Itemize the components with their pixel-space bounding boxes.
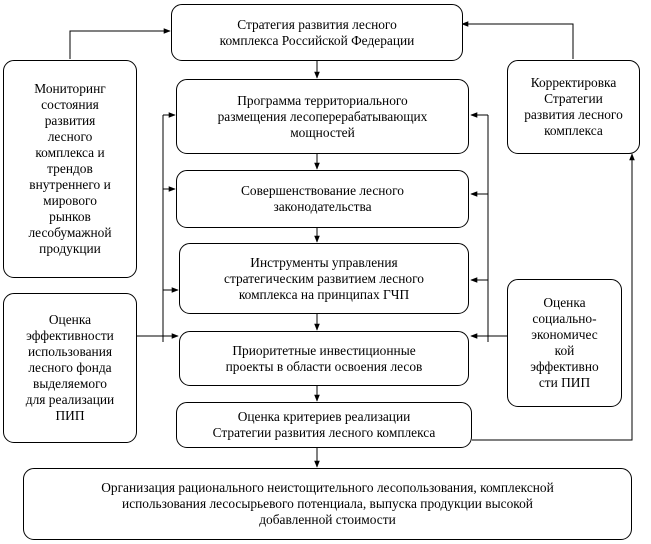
- box-correction-line: развития лесного: [524, 107, 623, 122]
- box-monitoring-line: лесобумажной: [28, 225, 112, 240]
- box-monitoring-line: внутреннего и: [29, 177, 111, 192]
- box-program-line: размещения лесоперерабатывающих: [217, 108, 428, 124]
- box-legislation-line: Совершенствование лесного: [241, 183, 404, 198]
- box-efficiency-line: для реализации: [25, 392, 115, 407]
- box-socio-economic-line: социально-: [532, 311, 597, 326]
- box-program-line: Программа территориального: [237, 92, 408, 108]
- box-organization-line: использования лесосырьевого потенциала, …: [122, 496, 533, 511]
- box-priority-line: проекты в области освоения лесов: [225, 358, 423, 374]
- box-efficiency: Оценка эффективности использования лесно…: [3, 293, 137, 443]
- box-socio-economic: Оценка социально- экономичес кой эффекти…: [507, 279, 622, 407]
- box-monitoring-line: Мониторинг: [34, 81, 106, 96]
- box-legislation-line: законодательства: [273, 199, 372, 214]
- box-strategy: Стратегия развития лесного комплекса Рос…: [171, 4, 463, 61]
- box-criteria-line: Стратегии развития лесного комплекса: [212, 425, 436, 440]
- box-monitoring-line: развития: [44, 113, 96, 128]
- box-monitoring-line: комплекса и: [35, 145, 105, 160]
- box-priority-line: Приоритетные инвестиционные: [232, 342, 416, 358]
- arrow-correction-to-strategy: [461, 21, 574, 59]
- box-organization-line: добавленной стоимости: [259, 512, 396, 527]
- box-monitoring-line: состояния: [41, 97, 99, 112]
- box-efficiency-line: ПИП: [55, 408, 85, 423]
- box-socio-economic-line: экономичес: [531, 327, 598, 342]
- box-monitoring: Мониторинг состояния развития лесного ко…: [3, 60, 137, 278]
- box-priority: Приоритетные инвестиционные проекты в об…: [179, 331, 469, 386]
- box-efficiency-line: эффективности: [26, 328, 114, 343]
- box-monitoring-line: продукции: [39, 241, 101, 256]
- box-legislation: Совершенствование лесного законодательст…: [176, 170, 469, 228]
- box-program: Программа территориального размещения ле…: [176, 79, 469, 154]
- box-correction-line: Корректировка: [530, 75, 617, 90]
- box-organization: Организация рационального неистощительно…: [23, 468, 632, 540]
- box-socio-economic-line: Оценка: [543, 295, 586, 310]
- box-strategy-line: комплекса Российской Федерации: [219, 32, 415, 48]
- box-organization-line: Организация рационального неистощительно…: [101, 480, 554, 495]
- box-efficiency-line: выделяемого: [33, 376, 107, 391]
- box-monitoring-line: лесного: [47, 129, 93, 144]
- box-monitoring-line: рынков: [49, 209, 91, 224]
- box-correction-line: Стратегии: [544, 91, 603, 106]
- box-socio-economic-line: кой: [554, 343, 575, 358]
- box-socio-economic-line: сти ПИП: [538, 375, 591, 390]
- box-correction-line: комплекса: [544, 123, 603, 138]
- box-correction: Корректировка Стратегии развития лесного…: [507, 60, 640, 154]
- box-monitoring-line: мирового: [43, 193, 97, 208]
- box-strategy-line: Стратегия развития лесного: [237, 16, 397, 32]
- box-efficiency-line: Оценка: [48, 312, 92, 327]
- box-program-line: мощностей: [290, 124, 355, 140]
- box-criteria: Оценка критериев реализации Стратегии ра…: [176, 402, 472, 448]
- box-instruments: Инструменты управления стратегическим ра…: [179, 243, 469, 314]
- box-instruments-line: Инструменты управления: [250, 254, 398, 270]
- box-monitoring-line: трендов: [47, 161, 93, 176]
- box-socio-economic-line: эффективно: [530, 359, 599, 374]
- box-instruments-line: стратегическим развитием лесного: [224, 270, 424, 286]
- box-efficiency-line: лесного фонда: [28, 360, 112, 375]
- arrow-criteria-to-correction: [472, 153, 635, 441]
- box-criteria-line: Оценка критериев реализации: [237, 409, 411, 424]
- arrow-monitoring-to-strategy: [69, 28, 171, 59]
- box-efficiency-line: использования: [27, 344, 113, 359]
- box-instruments-line: комплекса на принципах ГЧП: [238, 286, 410, 302]
